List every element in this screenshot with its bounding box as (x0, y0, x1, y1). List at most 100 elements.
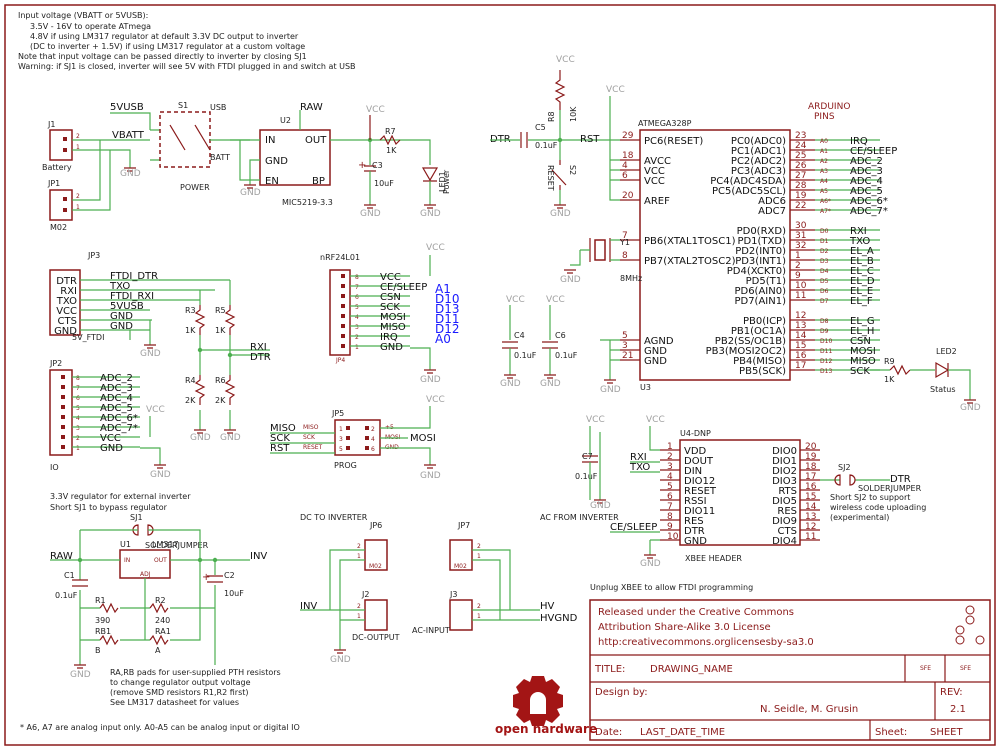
reg-note: Short SJ1 to bypass regulator (50, 503, 168, 512)
xbee-pin-number: 2 (667, 452, 673, 462)
svg-text:SOLDERJUMPER: SOLDERJUMPER (858, 484, 922, 493)
atmega-pin-name: PC2(ADC2) (731, 156, 786, 167)
net-label: EL_E (850, 286, 873, 297)
ftdi-pin-name: VCC (56, 306, 77, 317)
atmega-pin-number: 28 (795, 181, 807, 191)
svg-text:GND: GND (960, 403, 981, 413)
svg-text:1: 1 (477, 553, 481, 560)
svg-text:JP5: JP5 (331, 409, 344, 418)
svg-text:R8: R8 (547, 111, 556, 122)
svg-text:GND: GND (190, 433, 211, 443)
svg-text:SFE: SFE (920, 665, 931, 672)
svg-text:10uF: 10uF (224, 589, 244, 598)
svg-text:GND: GND (265, 156, 288, 167)
ftdi-pin-name: DTR (56, 276, 77, 287)
svg-text:10uF: 10uF (374, 179, 394, 188)
svg-text:(experimental): (experimental) (830, 513, 889, 522)
pin-number: 2 (371, 426, 375, 433)
svg-text:M02: M02 (454, 563, 467, 570)
atmega-pin-name: PC4(ADC4SDA) (710, 176, 786, 187)
arduino-pin-label: D4 (820, 268, 829, 275)
svg-text:TITLE:: TITLE: (594, 664, 625, 675)
atmega-pin-name: PD3(INT1) (735, 256, 786, 267)
svg-text:5V_FTDI: 5V_FTDI (72, 333, 104, 342)
svg-text:BP: BP (312, 176, 325, 187)
pin-number: 3 (76, 425, 80, 432)
net-vbatt: VBATT (112, 130, 145, 141)
open-hardware-logo: open hardware (495, 676, 597, 736)
pin-number: 4 (76, 415, 80, 422)
svg-text:S2: S2 (568, 165, 577, 175)
atmega-pin-number: 20 (622, 191, 634, 201)
svg-text:2: 2 (357, 603, 361, 610)
atmega-pin-number: 27 (795, 171, 806, 181)
atmega-pin-name: PC3(ADC3) (731, 166, 786, 177)
net-rst-2: RST (270, 443, 290, 454)
atmega-pin-name: PB0(ICP) (743, 316, 786, 327)
svg-text:IN: IN (124, 557, 130, 564)
xbee-pin-name: DIO0 (772, 446, 797, 457)
xbee-pin-name: DIO11 (684, 506, 715, 517)
svg-text:IN: IN (265, 135, 275, 146)
svg-text:R2: R2 (155, 596, 166, 605)
svg-text:VCC: VCC (606, 85, 625, 95)
atmega-pin-number: 22 (795, 201, 806, 211)
svg-text:Short SJ2 to support: Short SJ2 to support (830, 493, 910, 502)
atmega-pin-number: 16 (795, 351, 807, 361)
atmega-pin-number: 2 (795, 261, 801, 271)
svg-text:DC-OUTPUT: DC-OUTPUT (352, 633, 400, 642)
arduino-pin-label: A1 (435, 282, 451, 296)
pin-number: 5 (76, 405, 80, 412)
arduino-pin-label: D0 (820, 228, 829, 235)
ac-inverter-label: AC FROM INVERTER (540, 513, 619, 522)
net-label: ADC_3 (850, 166, 883, 177)
svg-text:wireless code uploading: wireless code uploading (830, 503, 926, 512)
net-dtr-xbee: DTR (890, 474, 911, 485)
atmega-pin-number: 19 (795, 191, 807, 201)
atmega-pin-number: 10 (795, 281, 807, 291)
atmega-pin-name: PD1(TXD) (737, 236, 786, 247)
svg-text:1: 1 (76, 144, 80, 151)
arduino-pin-label: A6* (820, 198, 831, 205)
svg-text:C7: C7 (582, 452, 593, 461)
xbee-note: Unplug XBEE to allow FTDI programming (590, 583, 753, 592)
r9-led2-status: R9 1K LED2 Status GND (870, 347, 981, 413)
net-label: MISO (380, 322, 406, 333)
y1-crystal: Y1 8MHz GND (560, 238, 642, 285)
svg-text:EN: EN (265, 176, 279, 187)
arduino-pin-label: D2 (820, 248, 829, 255)
arduino-pin-label: A0 (820, 138, 828, 145)
arduino-pin-label: D1 (820, 238, 829, 245)
svg-text:0.1uF: 0.1uF (514, 351, 537, 360)
atmega-pin-number: 30 (795, 221, 807, 231)
arduino-pin-label: D12 (820, 358, 832, 365)
net-label: ADC_5 (100, 403, 133, 414)
svg-text:JP2: JP2 (49, 359, 62, 368)
xbee-pin-name: CTS (778, 526, 797, 537)
atmega-pin-name: PC1(ADC1) (731, 146, 786, 157)
svg-text:2: 2 (357, 543, 361, 550)
atmega-pin-name: GND (644, 346, 667, 357)
arduino-pin-label: D12 (435, 322, 460, 336)
svg-text:C4: C4 (514, 331, 525, 340)
arduino-pin-label: D3 (820, 258, 829, 265)
net-label: ADC_7* (100, 423, 138, 434)
net-label: EL_F (850, 296, 873, 307)
c4-c6-decoupling: VCC VCC C4 0.1uF C6 0.1uF GND GND (500, 295, 578, 389)
pin-number: 1 (76, 445, 80, 452)
atmega-pin-name: PD7(AIN1) (734, 296, 786, 307)
svg-text:C5: C5 (535, 123, 546, 132)
net-label: MOSI (380, 312, 406, 323)
svg-text:JP7: JP7 (457, 521, 470, 530)
net-label: SCK (850, 366, 870, 377)
xbee-pin-number: 13 (805, 512, 816, 522)
svg-text:1K: 1K (386, 146, 397, 155)
atmega-pin-name: PD2(INT0) (735, 246, 786, 257)
svg-text:R1: R1 (95, 596, 106, 605)
net-label: IRQ (850, 136, 868, 147)
xbee-pin-name: DIO3 (772, 476, 797, 487)
svg-text:1: 1 (357, 613, 361, 620)
atmega-pin-name: PD0(RXD) (737, 226, 786, 237)
